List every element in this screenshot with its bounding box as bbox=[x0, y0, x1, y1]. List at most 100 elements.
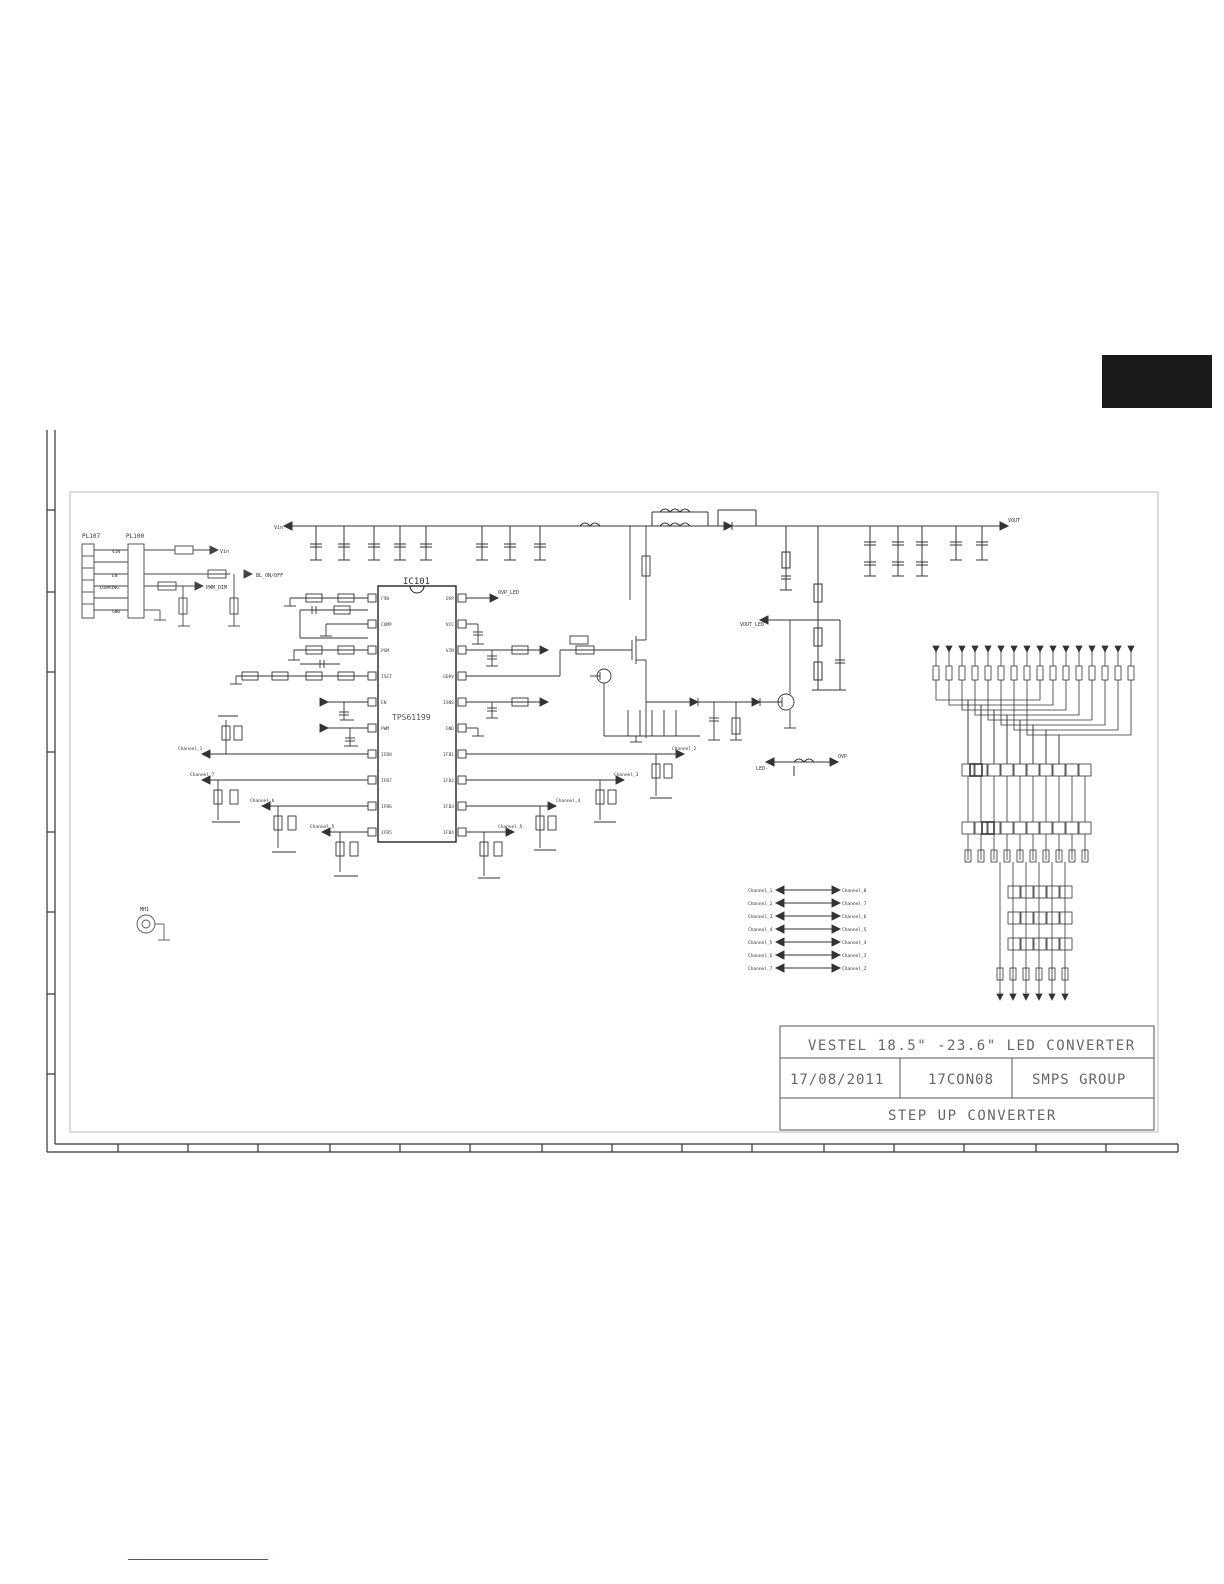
connector-pin bbox=[1065, 763, 1079, 777]
connector-pin bbox=[1033, 885, 1047, 899]
connector-pin bbox=[961, 821, 975, 835]
led-string-terminal bbox=[1101, 645, 1109, 653]
net-label-vout: VOUT bbox=[1008, 518, 1020, 524]
led-string-resistor bbox=[1062, 665, 1070, 681]
output-resistor bbox=[1022, 967, 1030, 981]
output-resistor bbox=[996, 967, 1004, 981]
connector-pin bbox=[1000, 821, 1014, 835]
connector-pin bbox=[1007, 911, 1021, 925]
led-string-route bbox=[1058, 680, 1132, 764]
channel-label: Channel_7 bbox=[190, 772, 215, 778]
mounting-hole-ref: MH1 bbox=[140, 907, 149, 913]
connector-pin bbox=[1046, 911, 1060, 925]
net-label-bl-onoff: BL_ON/OFF bbox=[256, 573, 283, 579]
led-string-terminal bbox=[1114, 645, 1122, 653]
connector-pin bbox=[1020, 911, 1034, 925]
pin-label: IFB7 bbox=[381, 778, 392, 784]
connector-pin bbox=[1078, 763, 1092, 777]
title-block-group: SMPS GROUP bbox=[1032, 1072, 1126, 1088]
led-string-terminal bbox=[1075, 645, 1083, 653]
channel-label: Channel_3 bbox=[842, 953, 867, 959]
led-string-resistor bbox=[1088, 665, 1096, 681]
ground-arrow bbox=[1009, 993, 1017, 1001]
led-string-route bbox=[935, 680, 969, 764]
pin-label: IFB1 bbox=[443, 752, 454, 758]
led-string-resistor bbox=[1010, 665, 1018, 681]
led-string-terminal bbox=[984, 645, 992, 653]
pin-label: GND bbox=[446, 726, 454, 732]
led-output-network bbox=[932, 645, 1135, 1001]
channel-label: Channel_7 bbox=[748, 966, 773, 972]
channel-label: Channel_6 bbox=[748, 953, 773, 959]
pin-label: EN bbox=[381, 700, 387, 706]
pin-label: IFB5 bbox=[381, 830, 392, 836]
channel-label: Channel_8 bbox=[842, 888, 867, 894]
channel-label: Channel_5 bbox=[842, 927, 867, 933]
connector-pin bbox=[961, 763, 975, 777]
output-resistor bbox=[1035, 967, 1043, 981]
pin-label: VCC bbox=[446, 622, 454, 628]
channel-label: Channel_6 bbox=[250, 798, 275, 804]
led-string-route bbox=[1026, 680, 1060, 764]
pin-label: COMP bbox=[381, 622, 392, 628]
pin-label: IFB3 bbox=[443, 804, 454, 810]
connector-pin bbox=[1078, 821, 1092, 835]
net-label-vout-led: VOUT_LED bbox=[740, 622, 764, 628]
led-string-resistor bbox=[1075, 665, 1083, 681]
output-resistor bbox=[1061, 967, 1069, 981]
ic-channel-labels: Channel_1 Channel_7 Channel_6 Channel_5 … bbox=[178, 746, 697, 830]
string-resistor bbox=[990, 849, 998, 863]
ic-left-circuitry bbox=[200, 593, 368, 877]
channel-label: Channel_1 bbox=[178, 746, 203, 752]
output-resistor bbox=[1009, 967, 1017, 981]
pin-label: IFB6 bbox=[381, 804, 392, 810]
sheet-frame bbox=[46, 430, 1179, 1153]
pin-label: PGM bbox=[381, 648, 389, 654]
net-label-pwm-dim: PWM_DIM bbox=[206, 585, 227, 591]
ic-right-pins bbox=[457, 593, 467, 837]
title-block-frame bbox=[779, 1025, 1155, 1131]
net-label-vin-input: Vin bbox=[220, 549, 229, 555]
led-string-route bbox=[967, 680, 1041, 764]
connector-pin bbox=[1026, 821, 1040, 835]
connector-pin bbox=[1046, 885, 1060, 899]
led-string-resistor bbox=[997, 665, 1005, 681]
led-string-terminal bbox=[1023, 645, 1031, 653]
led-string-route bbox=[993, 680, 1067, 764]
ground-arrow bbox=[1035, 993, 1043, 1001]
connector-pin bbox=[1013, 763, 1027, 777]
channel-label: Channel_3 bbox=[614, 772, 639, 778]
led-string-resistor bbox=[958, 665, 966, 681]
connector-pin bbox=[1065, 821, 1079, 835]
net-label-ovp: OVP bbox=[838, 754, 847, 760]
connector-pin-en: EN bbox=[112, 573, 118, 579]
ground-arrow bbox=[1022, 993, 1030, 1001]
ic-pin-labels-right: OVP VCC VIN GDRV ISNS GND IFB1 IFB2 IFB3… bbox=[443, 596, 454, 836]
led-string-route bbox=[974, 680, 1008, 764]
led-string-route bbox=[948, 680, 982, 764]
led-string-terminal bbox=[1088, 645, 1096, 653]
net-label-ovp-led: OVP_LED bbox=[498, 590, 519, 596]
pin-label: ISET bbox=[381, 674, 392, 680]
pin-label: PWM bbox=[381, 726, 389, 732]
led-string-route bbox=[1013, 680, 1047, 764]
connector-pin bbox=[974, 763, 988, 777]
led-string-route bbox=[1032, 680, 1106, 764]
channel-label: Channel_2 bbox=[672, 746, 697, 752]
connector-pin-gnd: GND bbox=[112, 609, 120, 615]
connector-pin bbox=[1059, 937, 1073, 951]
ground-arrow bbox=[996, 993, 1004, 1001]
led-string-route bbox=[1006, 680, 1080, 764]
led-string-resistor bbox=[1127, 665, 1135, 681]
led-string-terminal bbox=[1049, 645, 1057, 653]
channel-label: Channel_4 bbox=[748, 927, 773, 933]
connector-pin bbox=[1059, 911, 1073, 925]
connector-pin bbox=[1033, 937, 1047, 951]
ic-right-circuitry bbox=[466, 593, 686, 879]
connector-ref: PL107 bbox=[82, 533, 100, 540]
channel-label: Channel_4 bbox=[556, 798, 581, 804]
string-resistor bbox=[1081, 849, 1089, 863]
led-string-resistor bbox=[1036, 665, 1044, 681]
output-resistor bbox=[1048, 967, 1056, 981]
connector-pin-dimming: DIMMING bbox=[100, 585, 119, 591]
